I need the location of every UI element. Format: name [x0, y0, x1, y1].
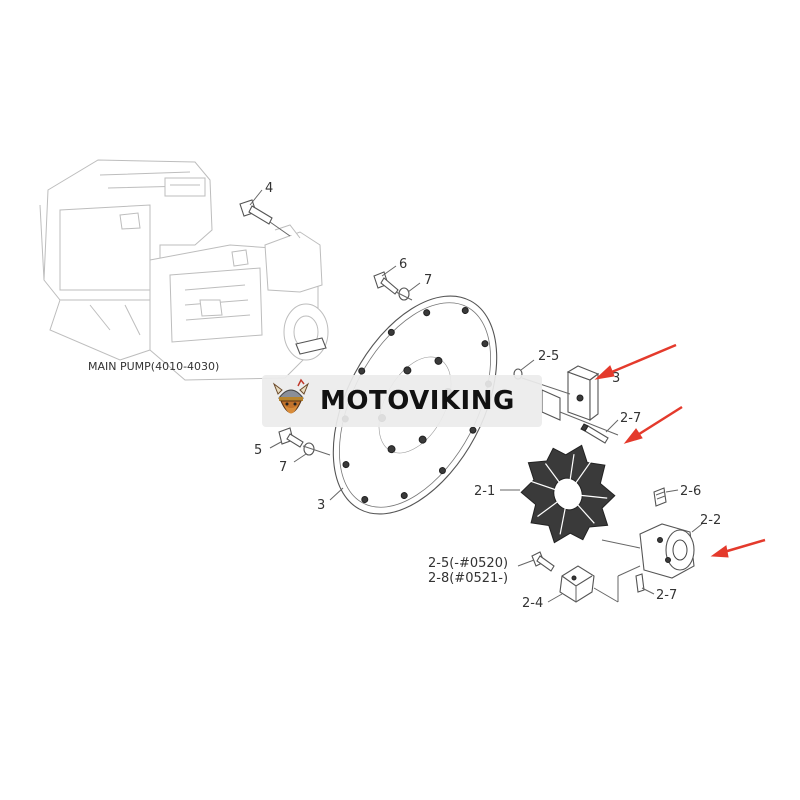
part-4-bolt: [239, 189, 273, 225]
callout-7-bottom: 7: [279, 460, 287, 475]
highlight-arrow-1: [594, 343, 677, 380]
part-5-bolt: [269, 427, 304, 449]
callout-2-1: 2-1: [474, 484, 495, 499]
callout-2-2: 2-2: [700, 513, 721, 528]
callout-7-top: 7: [424, 273, 432, 288]
callout-3-plate: 3: [317, 498, 325, 513]
part-2-2-hub: [639, 523, 703, 579]
brand-name: MOTOVIKING: [320, 386, 515, 416]
callout-2-5: 2-5: [538, 349, 559, 364]
callout-2-8-serial: 2-8(#0521-): [428, 571, 508, 586]
main-pump-drawing: [39, 159, 329, 381]
callout-2-5-serial: 2-5(-#0520): [428, 556, 508, 571]
brand-watermark: MOTOVIKING: [262, 375, 542, 427]
part-2-5-2-8-bolt: [517, 551, 555, 572]
callout-4: 4: [265, 181, 273, 196]
part-6-bolt: [373, 265, 399, 295]
callout-5: 5: [254, 443, 262, 458]
callout-2-7-bottom: 2-7: [656, 588, 677, 603]
part-2-1-coupling: [500, 444, 616, 544]
part-7-washer-bottom: [293, 442, 315, 463]
callout-6: 6: [399, 257, 407, 272]
pump-label: MAIN PUMP(4010-4030): [88, 360, 219, 373]
part-3-block: [541, 365, 613, 422]
part-7-washer-top: [398, 282, 421, 301]
highlight-arrow-2: [623, 405, 683, 444]
callout-2-6: 2-6: [680, 484, 701, 499]
viking-logo-icon: [272, 378, 310, 414]
part-2-7-pin-top: [580, 419, 619, 444]
part-2-4-block: [547, 565, 595, 603]
callout-2-7-top: 2-7: [620, 411, 641, 426]
callout-2-4: 2-4: [522, 596, 543, 611]
part-2-7-pin-bottom: [635, 573, 655, 595]
assembly-guide-lines: [269, 221, 641, 603]
highlight-arrow-3: [710, 538, 766, 558]
callout-3-right: 3: [612, 371, 620, 386]
part-2-6-setscrew: [653, 487, 679, 507]
